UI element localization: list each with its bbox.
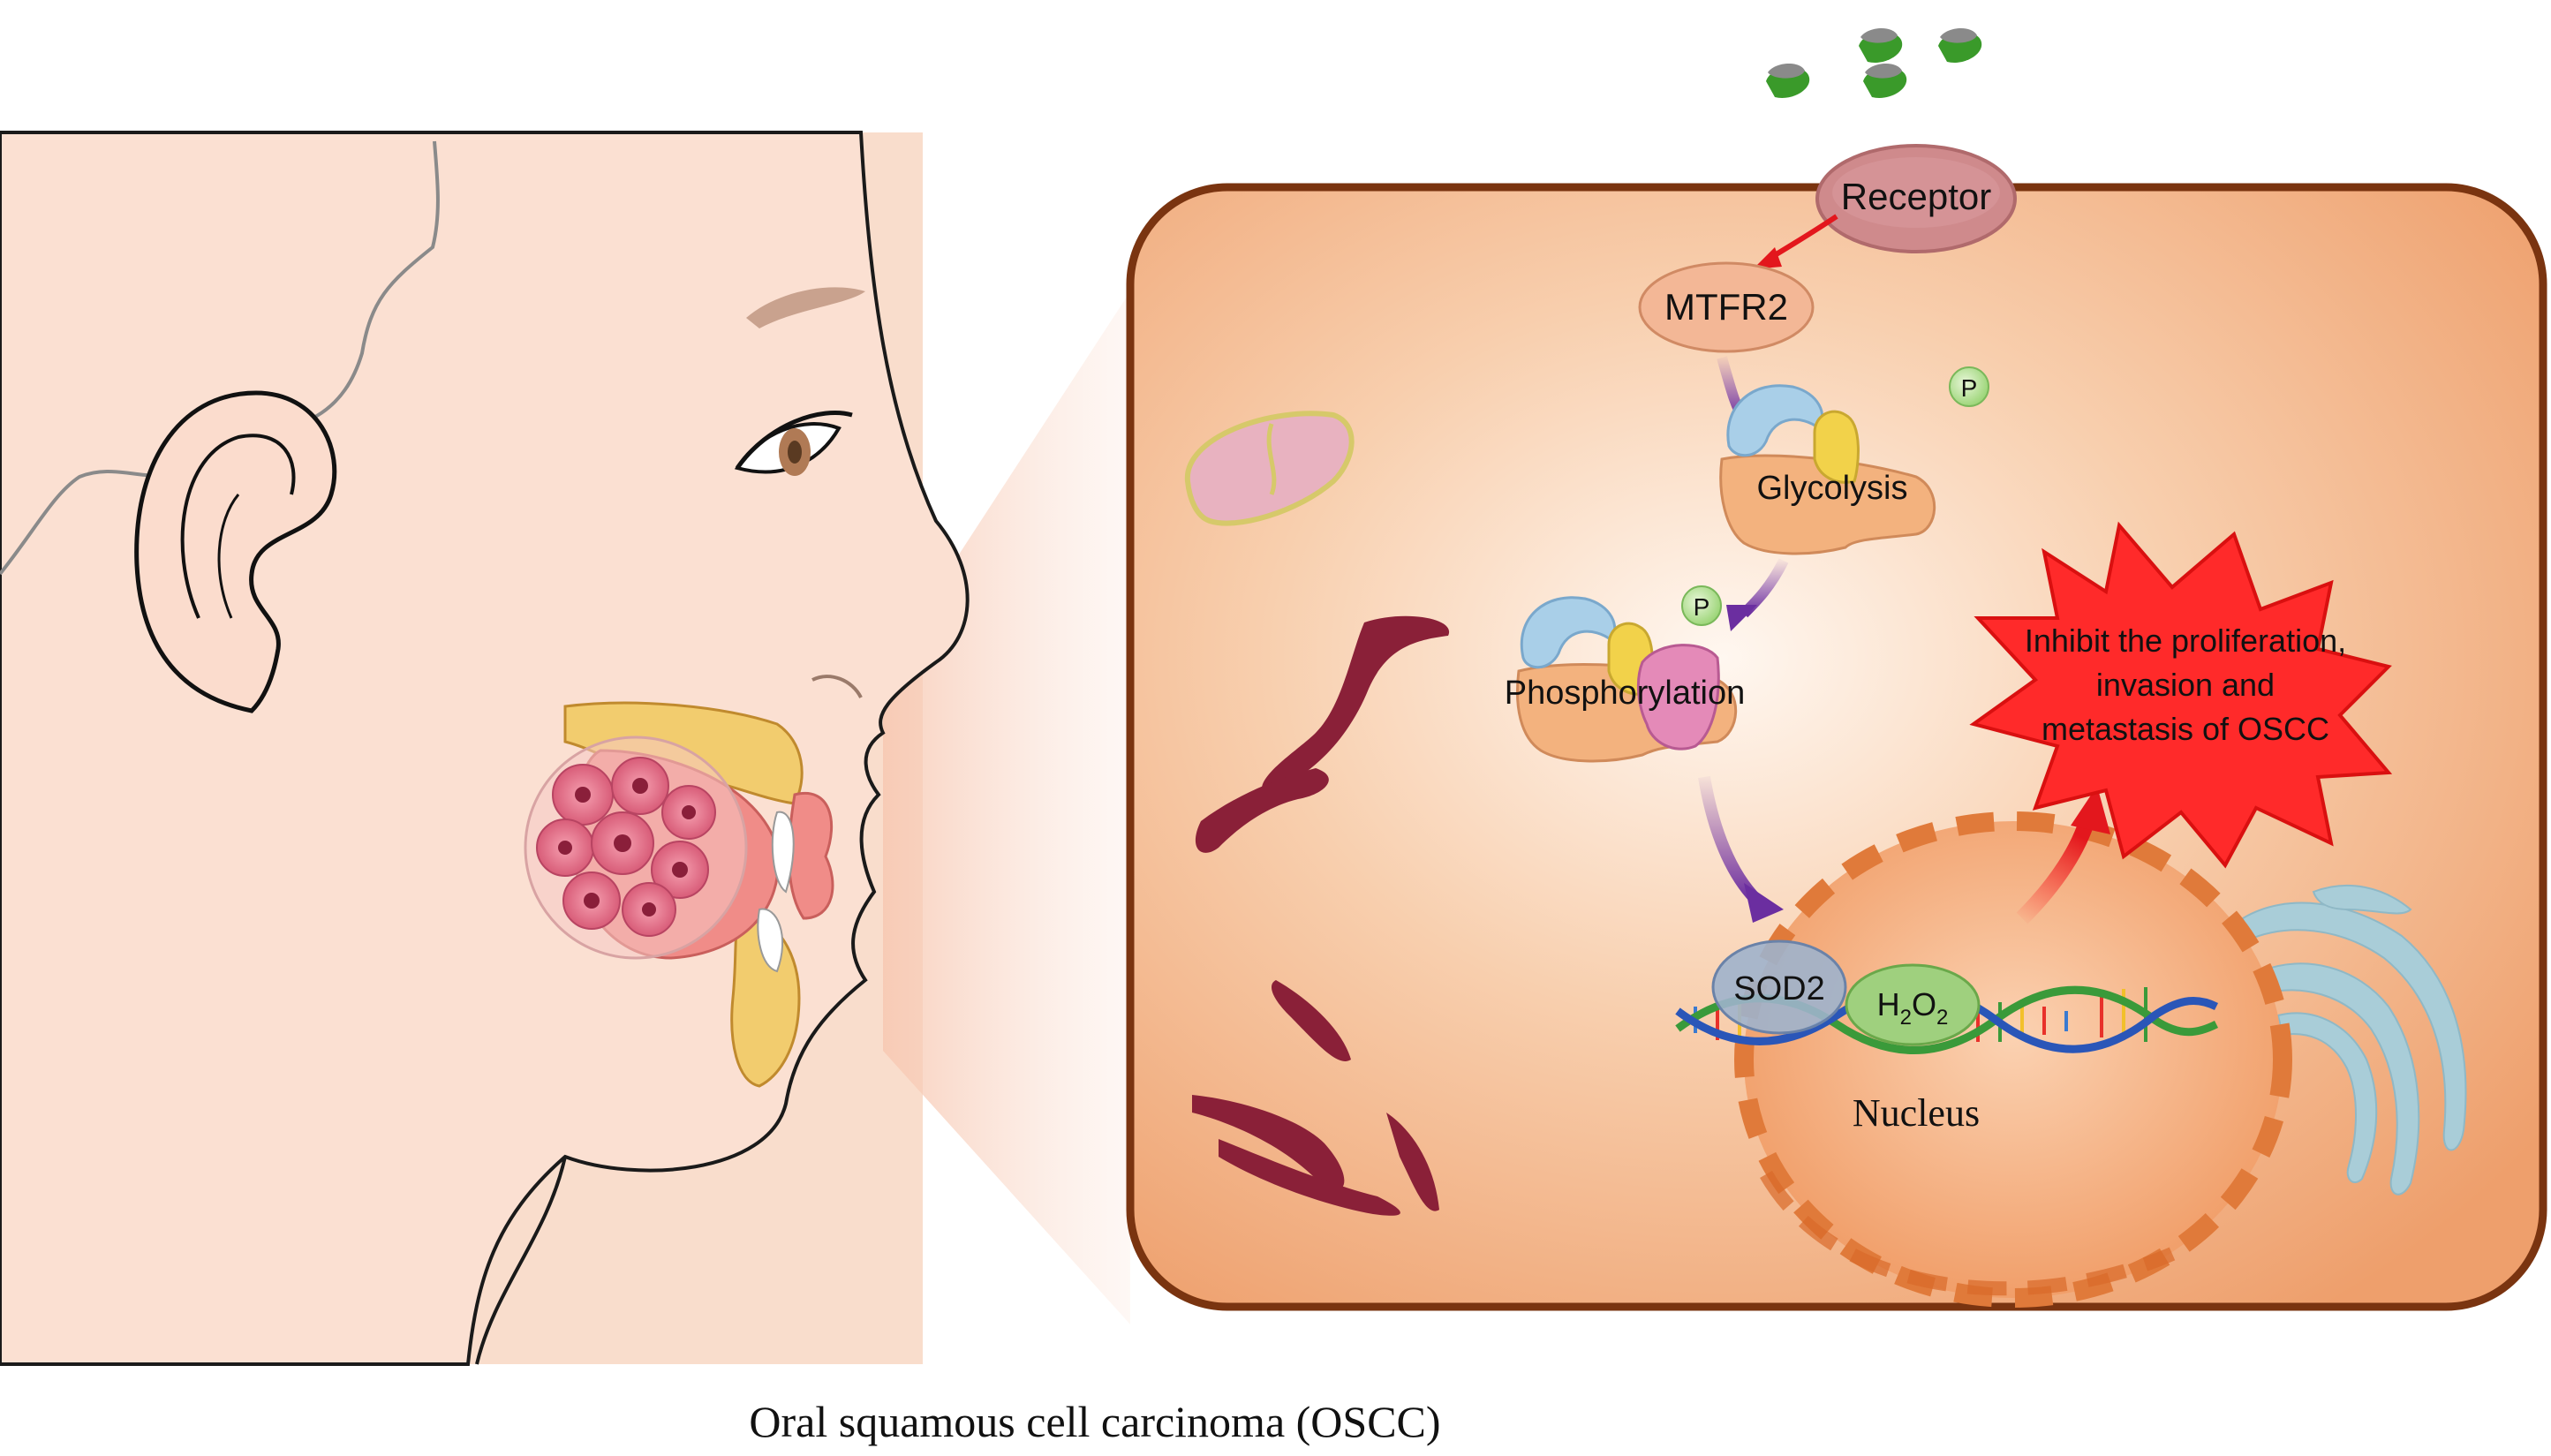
nostril — [811, 675, 863, 698]
zoom-beam — [883, 291, 1130, 1324]
arrow-phosphorylation-to-nucleus — [1698, 775, 1784, 923]
mtfr2-label: MTFR2 — [1664, 286, 1788, 328]
eyebrow — [746, 287, 865, 328]
h2o2: H2O2 — [1845, 963, 1981, 1046]
glycolysis-complex: Glycolysis — [1719, 384, 1936, 555]
receptor-label: Receptor — [1841, 176, 1991, 217]
outcome-line-2: invasion and — [2096, 667, 2275, 703]
lips — [787, 792, 834, 920]
nucleus-label: Nucleus — [1853, 1091, 1980, 1135]
endoplasmic-reticulum — [1192, 615, 1450, 1216]
phosphorylation-label: Phosphorylation — [1505, 675, 1746, 712]
outcome-line-1: Inhibit the proliferation, — [2025, 622, 2346, 659]
arrow-nucleus-to-outcome — [2016, 786, 2110, 924]
sod2-label: SOD2 — [1733, 970, 1824, 1007]
sod2: SOD2 — [1711, 939, 1847, 1035]
ear — [134, 390, 337, 713]
phosphate-icon: P — [1949, 366, 1989, 407]
glycolysis-label: Glycolysis — [1756, 470, 1907, 507]
mitochondrion — [1184, 411, 1355, 526]
nucleus: Nucleus — [1734, 811, 2292, 1308]
figure-caption: Oral squamous cell carcinoma (OSCC) — [749, 1397, 1440, 1446]
tooth-lower — [757, 908, 784, 973]
ligands — [1766, 27, 1982, 98]
mouth-cross-section — [524, 701, 834, 1088]
outcome-burst: Inhibit the proliferation, invasion and … — [1969, 521, 2393, 869]
arrow-glycolysis-to-phosphorylation — [1726, 558, 1789, 631]
golgi-apparatus — [2241, 884, 2467, 1196]
receptor: Receptor — [1815, 144, 2017, 253]
tooth-upper — [771, 811, 795, 894]
eye — [734, 411, 853, 476]
outcome-line-3: metastasis of OSCC — [2042, 711, 2329, 747]
h2o2-label: H2O2 — [1877, 986, 1949, 1030]
phosphorylation-complex: P Phosphorylation — [1505, 585, 1746, 763]
phosphate-p-label: P — [1961, 374, 1978, 402]
phosphorylation-p-label: P — [1694, 593, 1710, 621]
mtfr2: MTFR2 — [1638, 261, 1815, 353]
face-panel — [0, 131, 1130, 1366]
arrow-receptor-to-mtfr2 — [1753, 214, 1838, 269]
jaw-line — [475, 1156, 567, 1365]
